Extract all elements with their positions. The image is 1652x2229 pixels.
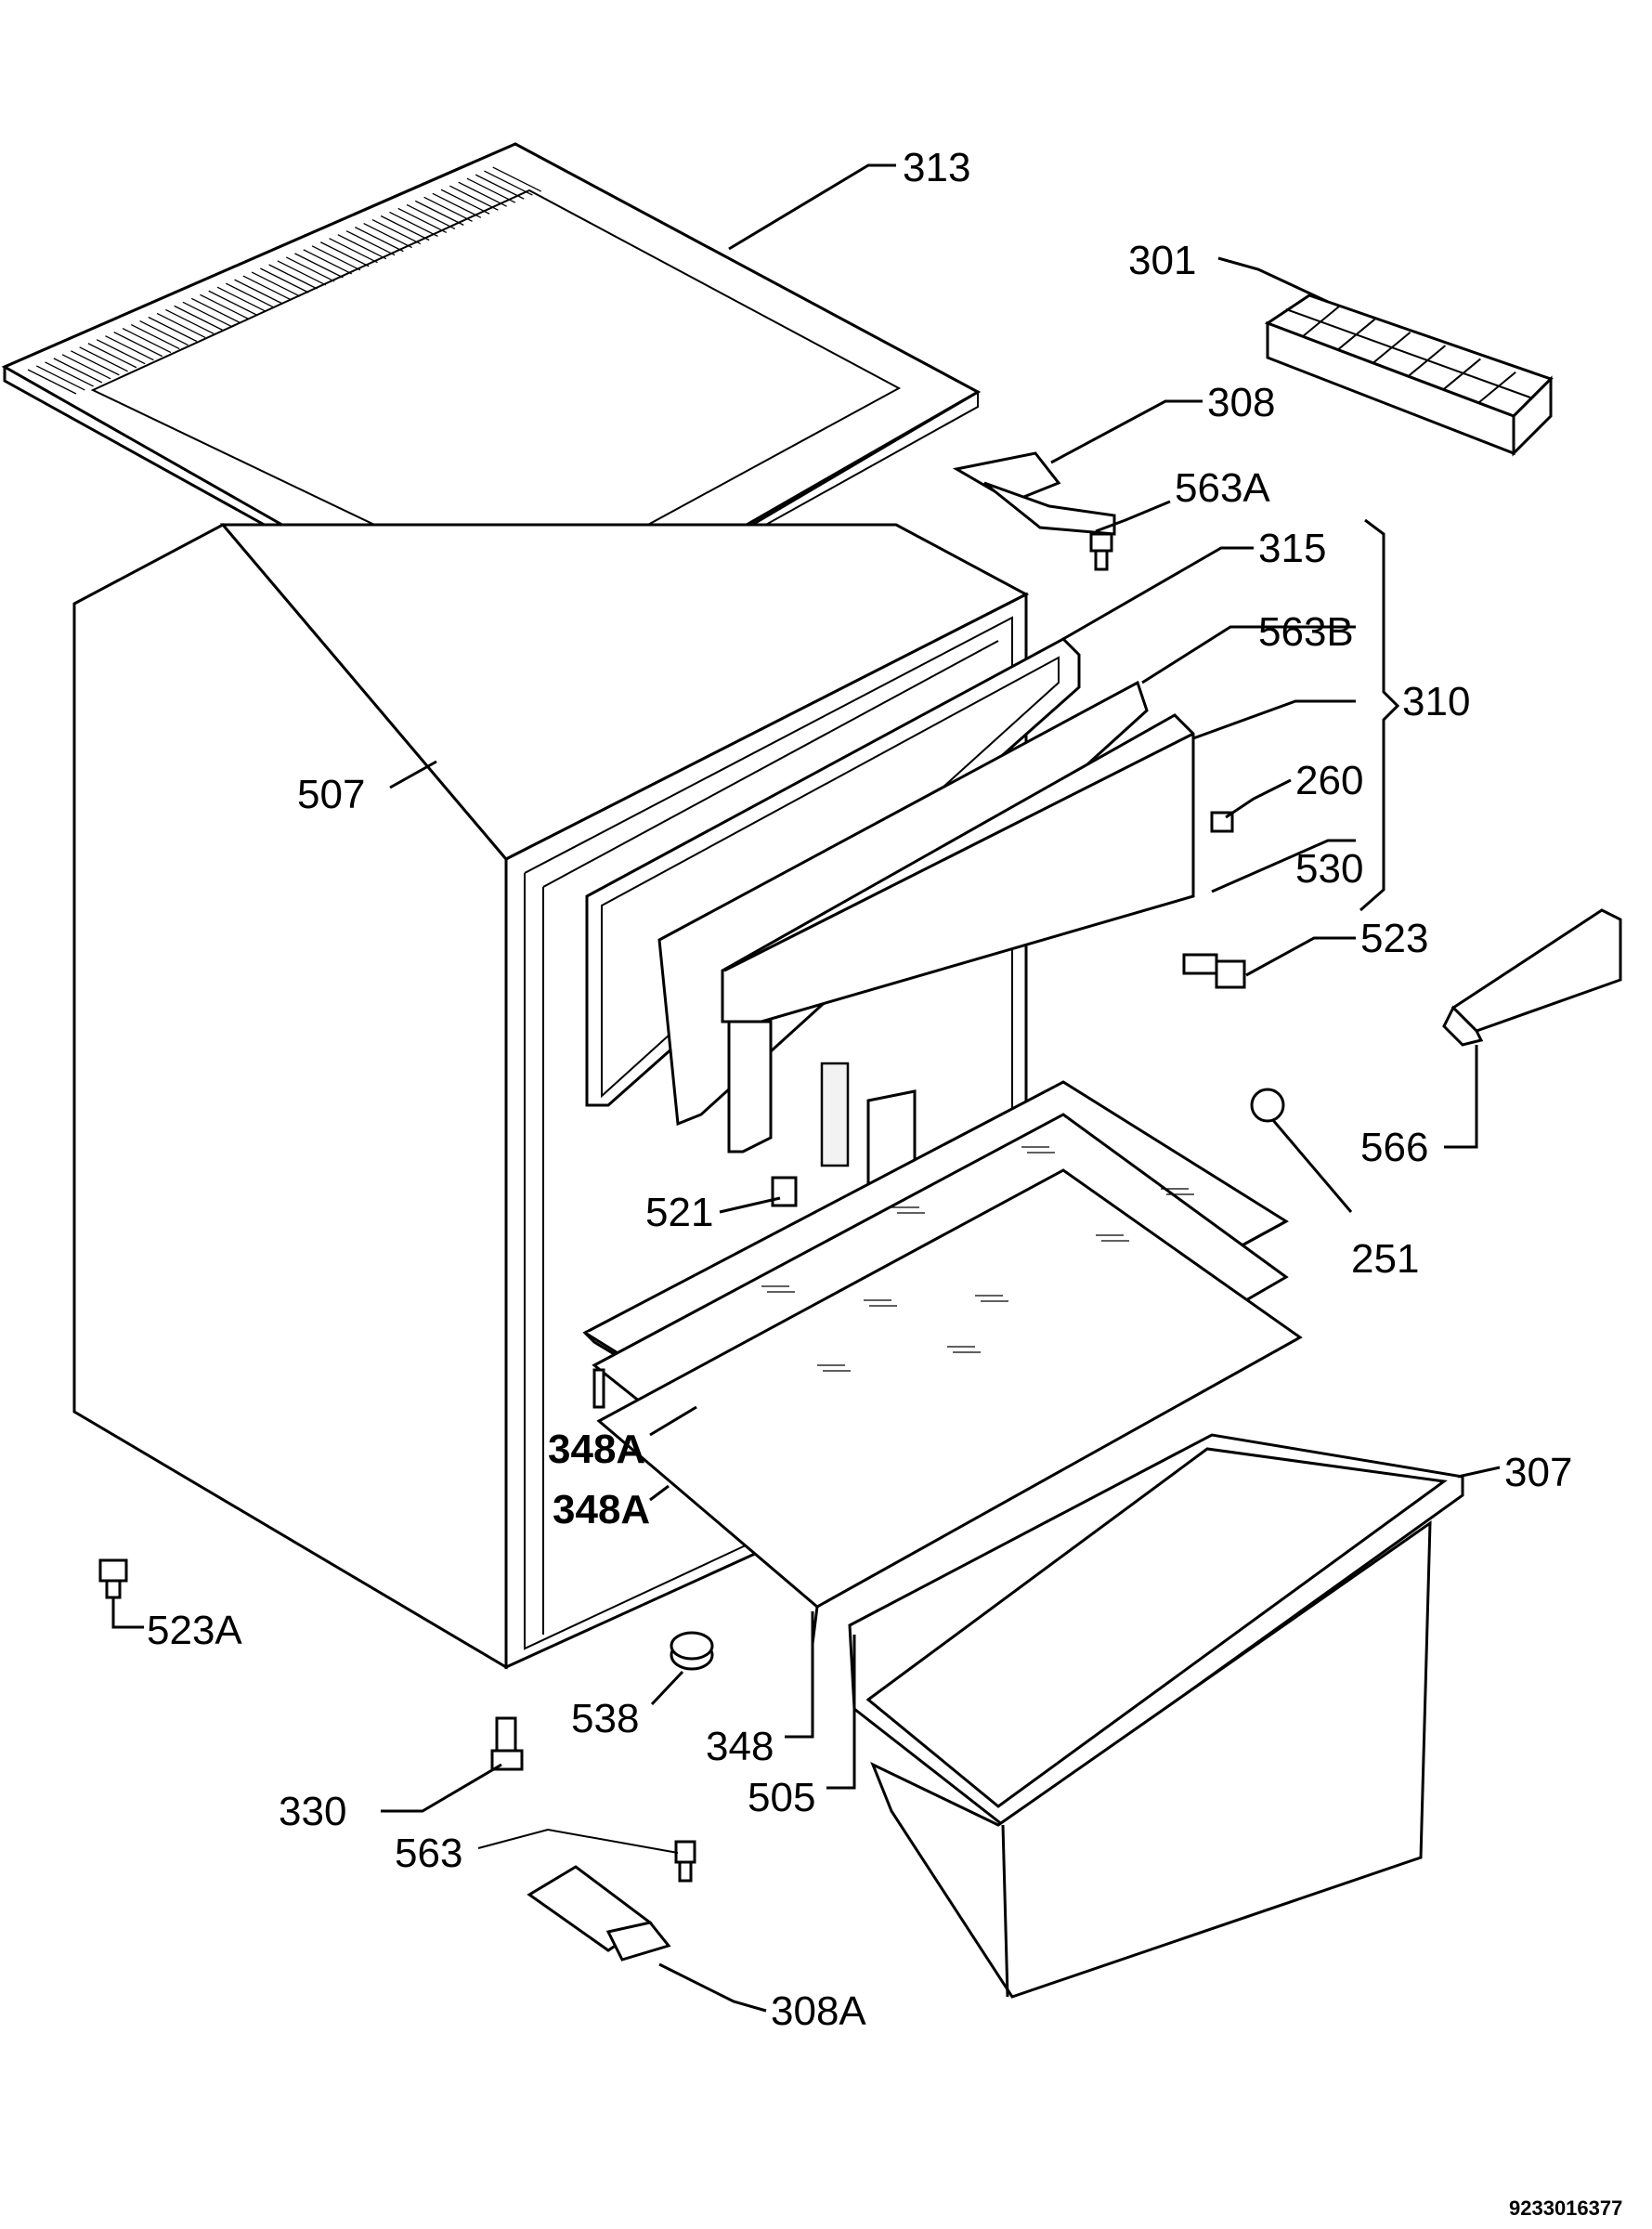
part-521 xyxy=(771,1176,798,1207)
label-566: 566 xyxy=(1360,1125,1428,1170)
label-348: 348 xyxy=(706,1724,774,1769)
label-315: 315 xyxy=(1258,526,1326,571)
glass-shelves-348 xyxy=(582,1080,1303,1645)
label-507: 507 xyxy=(297,772,365,817)
label-563b: 563B xyxy=(1258,609,1354,655)
label-313: 313 xyxy=(903,145,970,190)
label-521: 521 xyxy=(645,1190,713,1235)
label-310: 310 xyxy=(1402,679,1470,724)
label-538: 538 xyxy=(571,1696,639,1741)
label-523: 523 xyxy=(1360,916,1428,961)
label-251: 251 xyxy=(1351,1236,1419,1282)
label-330: 330 xyxy=(279,1789,346,1834)
label-307: 307 xyxy=(1504,1450,1572,1495)
label-505: 505 xyxy=(748,1775,815,1820)
label-530: 530 xyxy=(1295,846,1363,892)
ice-scraper-566 xyxy=(1442,908,1622,1047)
label-308a: 308A xyxy=(771,1988,866,2034)
document-number: 9233016377 xyxy=(1509,2196,1622,2220)
hinge-308a xyxy=(527,1865,671,1962)
label-563a: 563A xyxy=(1175,465,1270,511)
cap-251 xyxy=(1250,1088,1285,1123)
label-260: 260 xyxy=(1295,758,1363,803)
screw-563 xyxy=(674,1840,696,1883)
label-308: 308 xyxy=(1207,380,1275,425)
hinge-308 xyxy=(952,451,1116,536)
label-523a: 523A xyxy=(147,1608,242,1653)
door-bin-307 xyxy=(848,1433,1464,1999)
label-348a-2: 348A xyxy=(553,1487,650,1532)
leader-lines xyxy=(111,163,1501,2013)
label-563: 563 xyxy=(395,1831,462,1876)
screw-523a xyxy=(98,1558,128,1599)
screw-563a xyxy=(1089,532,1113,571)
ice-tray-301 xyxy=(1264,293,1554,457)
clip-523 xyxy=(1182,953,1246,989)
part-labels: 313 301 308 563A 315 563B 310 260 530 52… xyxy=(147,145,1622,2220)
label-301: 301 xyxy=(1128,238,1196,283)
foot-330 xyxy=(490,1716,524,1771)
label-348a-1: 348A xyxy=(548,1427,645,1472)
freezer-door-assembly-310 xyxy=(585,637,1195,1214)
foot-538 xyxy=(670,1631,714,1671)
